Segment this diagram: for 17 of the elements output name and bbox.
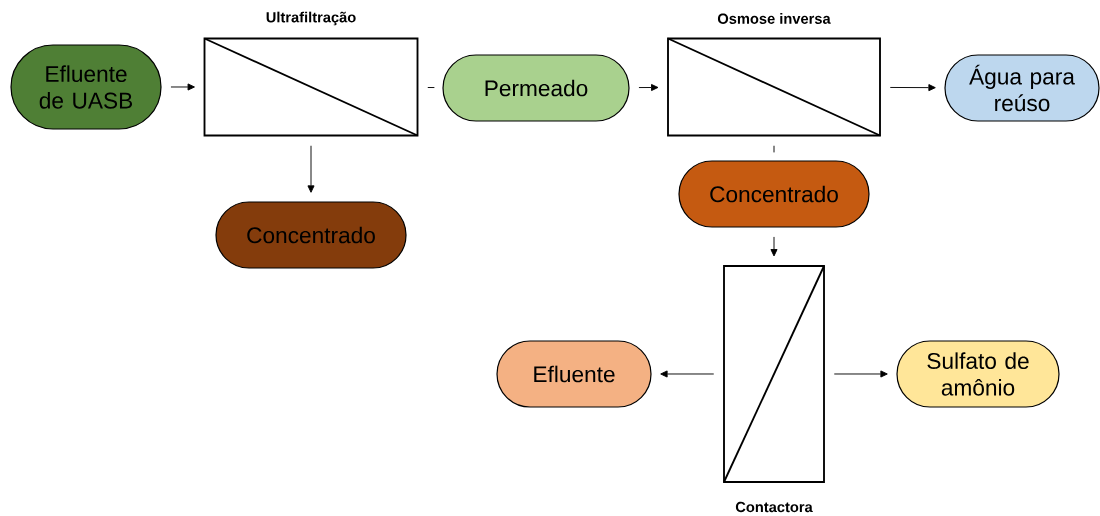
membrane-unit: Ultrafiltração	[203, 11, 419, 137]
membrane-unit: Contactora	[723, 265, 825, 513]
arrow	[170, 83, 195, 91]
arrow	[307, 145, 315, 193]
arrow	[770, 236, 778, 257]
stream-box: Sulfato de amônio	[896, 340, 1060, 408]
arrow	[638, 84, 659, 92]
stream-box: Efluente	[496, 340, 652, 408]
stream-box: Efluente de UASB	[10, 44, 162, 130]
stream-box: Concentrado	[215, 201, 407, 269]
stream-box: Permeado	[442, 54, 630, 122]
arrow	[889, 84, 936, 92]
arrow	[833, 370, 888, 378]
stream-box: Concentrado	[678, 160, 870, 228]
arrow	[660, 370, 715, 378]
stream-box: Água para reúso	[944, 54, 1100, 122]
membrane-unit: Osmose inversa	[667, 13, 881, 137]
